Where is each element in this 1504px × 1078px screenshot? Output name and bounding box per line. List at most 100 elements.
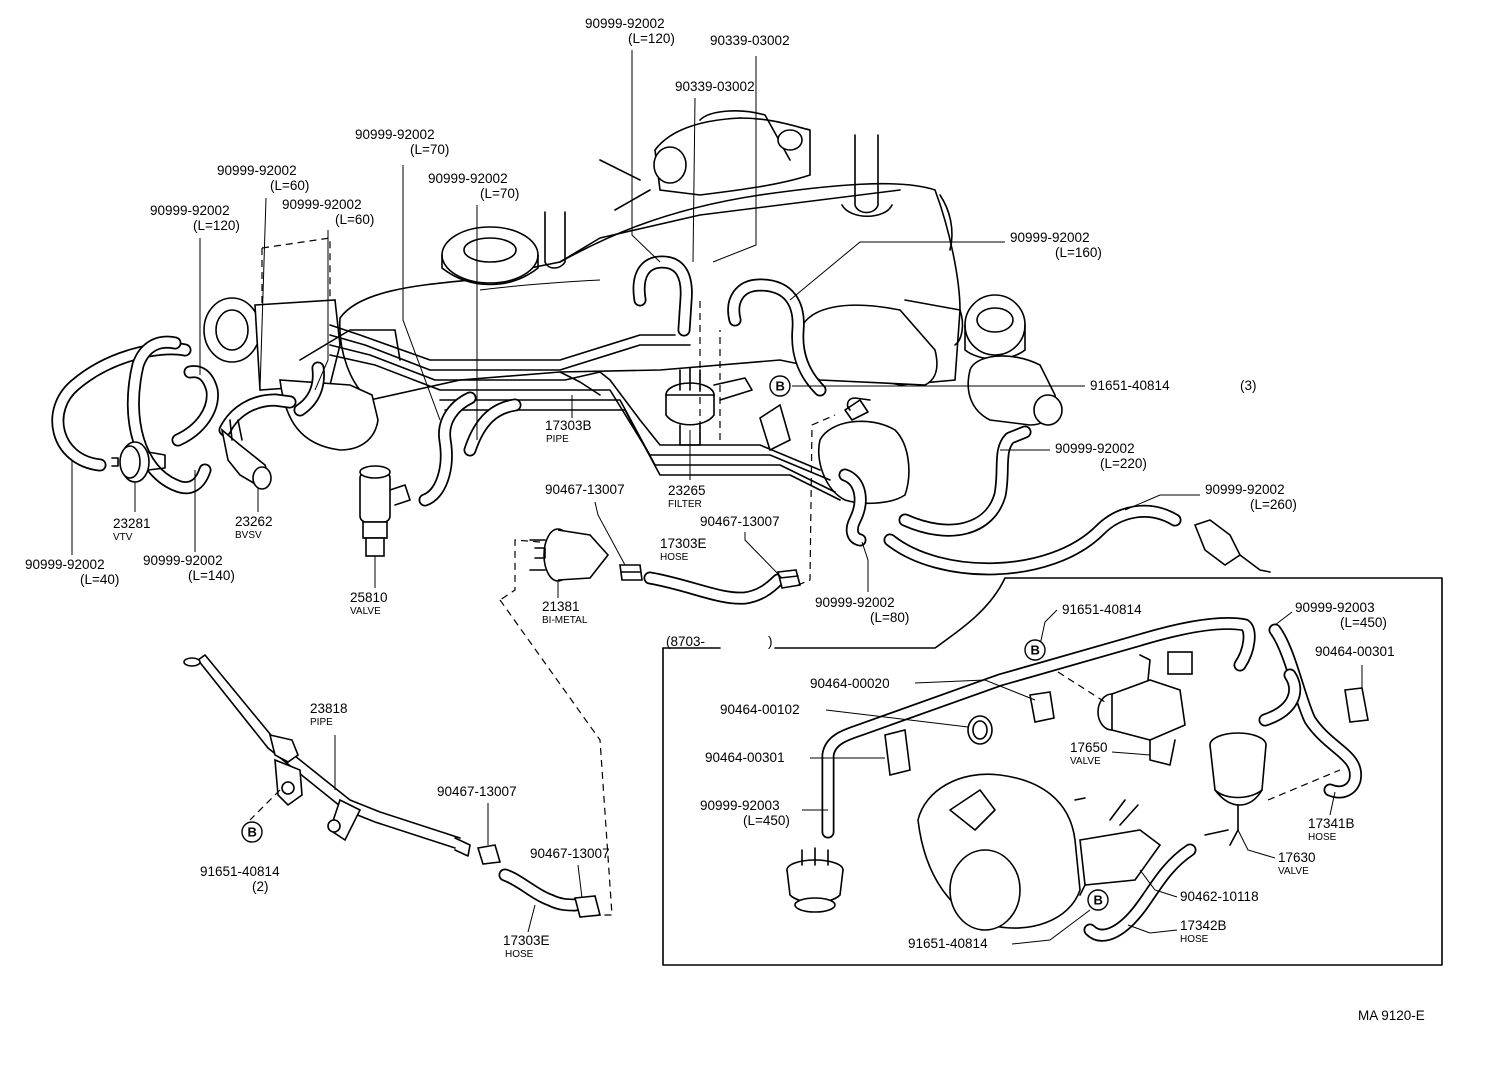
inset-label-close: ) [768,634,773,649]
leader-c5 [259,197,267,391]
inset-clamps [884,687,1369,776]
part-description: PIPE [546,434,569,445]
clamp-lower-2 [573,895,602,918]
vsv-17650 [1097,651,1193,766]
part-number: 90464-00020 [810,676,890,691]
leader-c3 [692,97,696,263]
filter-23265 [665,367,753,446]
part-number: 90467-13007 [530,846,610,861]
valve-right-26 [1193,519,1271,573]
part-qualifier: (L=60) [335,212,374,227]
hose-l80 [838,468,867,547]
leader-c31 [1111,751,1151,756]
leader-c28 [914,679,1036,701]
part-description: HOSE [1308,832,1337,843]
hose-vtv-lower [126,335,212,495]
inset-label: (8703- [666,634,705,649]
vacuum-switch-bracket [759,399,869,452]
part-labels: 90999-92002(L=120)90339-0300290339-03002… [25,16,1395,960]
part-qualifier: (3) [1240,378,1257,393]
inset-dashes [1057,671,1341,801]
clamp-upper-2 [777,569,801,589]
part-number: 23265 [668,483,706,498]
bolt-marker-letter: B [776,379,785,394]
bolt-marker-letter: B [1031,643,1040,658]
bolt-marker-circle [241,821,263,843]
part-number: 90999-92002 [1010,230,1090,245]
part-number: 90999-92002 [355,127,435,142]
part-description: HOSE [660,552,689,563]
inset-long-hose [821,617,1256,839]
part-number: 17650 [1070,740,1108,755]
vacuum-diaphragm-right [964,294,1026,360]
hose-17303e-lower [498,868,582,912]
part-number: 90339-03002 [710,33,790,48]
part-number: 23818 [310,701,348,716]
throttle-housing-center [818,397,910,505]
part-qualifier: (L=70) [480,186,519,201]
part-number: 90999-92002 [815,595,895,610]
part-description: VTV [113,532,133,543]
part-qualifier: (2) [252,879,269,894]
leader-c42 [527,904,536,933]
part-number: 90464-00301 [1315,644,1395,659]
inset-switch-left [786,847,844,913]
leader-c4 [402,165,441,421]
hose-l260 [883,504,1182,576]
hose-l160 [727,278,827,397]
bimetal-21381 [529,528,610,582]
part-number: 90999-92002 [143,553,223,568]
leader-c40 [577,864,583,899]
part-number: 17303B [545,418,592,433]
part-number: 90999-92002 [1055,441,1135,456]
part-qualifier: (L=140) [188,568,235,583]
hose-17303e-upper [643,571,785,605]
part-description: FILTER [668,499,702,510]
part-number: 90999-92003 [700,798,780,813]
hose-bvsv-upper [218,393,297,437]
part-number: 90467-13007 [545,482,625,497]
part-number: 25810 [350,590,388,605]
leader-c15 [594,501,626,566]
part-number: 90999-92002 [585,16,665,31]
dashed-guide-left [261,237,331,305]
part-qualifier: (L=60) [270,178,309,193]
part-description: BI-METAL [542,615,588,626]
part-number: 90467-13007 [437,784,517,799]
part-qualifier: (L=160) [1055,245,1102,260]
part-description: BVSV [235,530,262,541]
inset-bracket-90462 [1079,799,1162,896]
part-qualifier: (L=70) [410,142,449,157]
part-number: 90999-92002 [1205,482,1285,497]
hose-l120-top [632,255,693,337]
part-number: 90999-92003 [1295,600,1375,615]
inset-box [662,577,1443,966]
drawing-code: MA 9120-E [1358,1008,1425,1023]
part-number: 90999-92002 [428,171,508,186]
bolt-marker-circle [769,375,791,397]
clamp-lower-1 [476,844,502,865]
hose-l220 [898,425,1032,537]
leader-c35 [1139,869,1178,898]
leader-c16 [744,532,783,579]
part-qualifier: (L=450) [743,813,790,828]
part-number: 17303E [503,933,550,948]
part-number: 23262 [235,514,273,529]
part-number: 23281 [113,516,151,531]
bolt-marker-letter: B [248,825,257,840]
bolt-marker-circle [1024,639,1046,661]
part-number: 17303E [660,536,707,551]
part-number: 90999-92002 [282,197,362,212]
hose-l120-left [171,365,219,447]
part-number: 91651-40814 [1090,378,1170,393]
leader-c12 [1124,494,1200,511]
valve-25810 [359,465,411,557]
hose-l60 [293,361,325,417]
inset-air-cleaner [917,773,1086,931]
part-description: VALVE [1278,866,1309,877]
leader-c37 [1127,924,1178,934]
part-qualifier: (L=260) [1250,497,1297,512]
part-qualifier: (L=120) [193,218,240,233]
hose-l70-left [418,391,477,507]
